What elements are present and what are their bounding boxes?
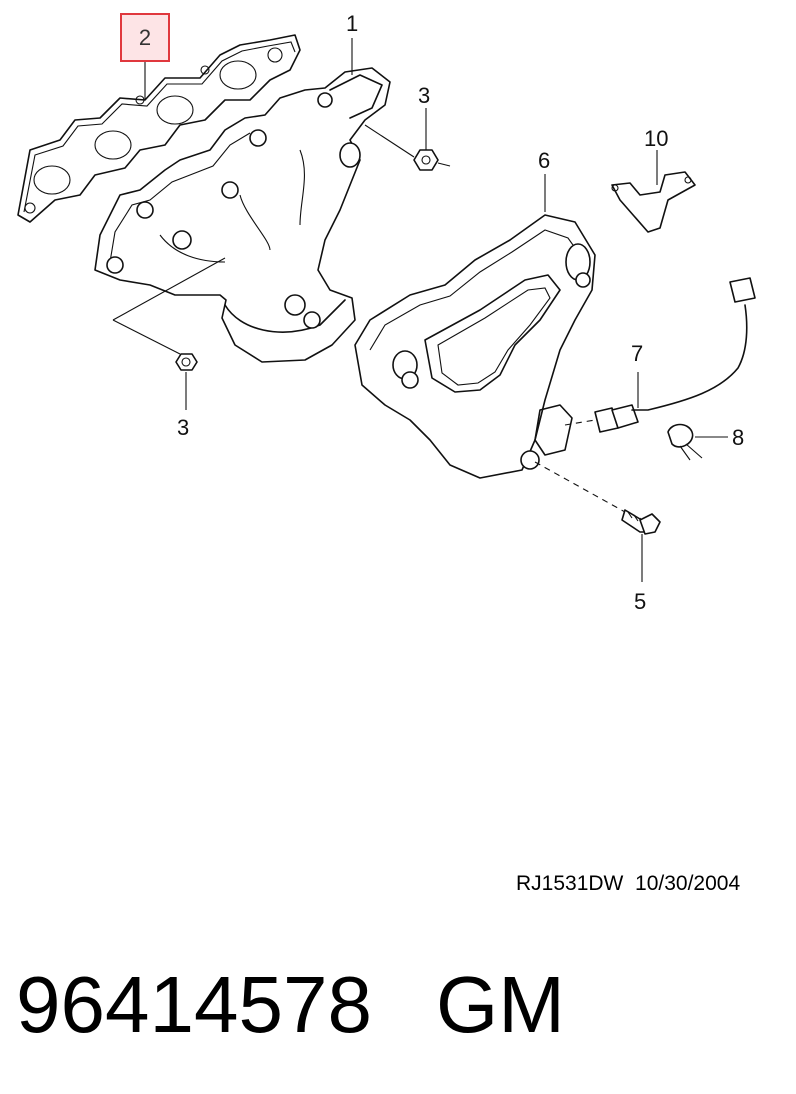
callout-1[interactable]: 1 [346, 11, 359, 36]
manifold-gasket [17, 34, 301, 223]
callout-6[interactable]: 6 [538, 148, 551, 173]
bracket [611, 150, 696, 233]
callout-5[interactable]: 5 [634, 589, 647, 614]
drawing-reference: RJ1531DW 10/30/2004 [516, 872, 741, 895]
nut-lower [112, 257, 226, 371]
part-number: 96414578 [16, 960, 372, 1049]
oxygen-sensor [564, 277, 756, 433]
callout-2-label: 2 [138, 24, 152, 50]
callout-8[interactable]: 8 [732, 425, 745, 450]
clip [667, 423, 728, 461]
callout-2-highlighted[interactable]: 2 [120, 13, 170, 62]
footer: 96414578 GM [16, 960, 776, 1050]
heat-shield [354, 214, 596, 479]
exhaust-manifold-diagram [17, 34, 756, 582]
callout-3-lower[interactable]: 3 [177, 415, 190, 440]
callout-7[interactable]: 7 [631, 341, 644, 366]
bolt [534, 461, 661, 582]
brand-label: GM [436, 960, 565, 1049]
exhaust-manifold [94, 67, 391, 363]
nut-upper [364, 124, 451, 171]
callout-3-upper[interactable]: 3 [418, 83, 431, 108]
callout-10[interactable]: 10 [644, 126, 669, 151]
parts-illustration [17, 34, 756, 582]
